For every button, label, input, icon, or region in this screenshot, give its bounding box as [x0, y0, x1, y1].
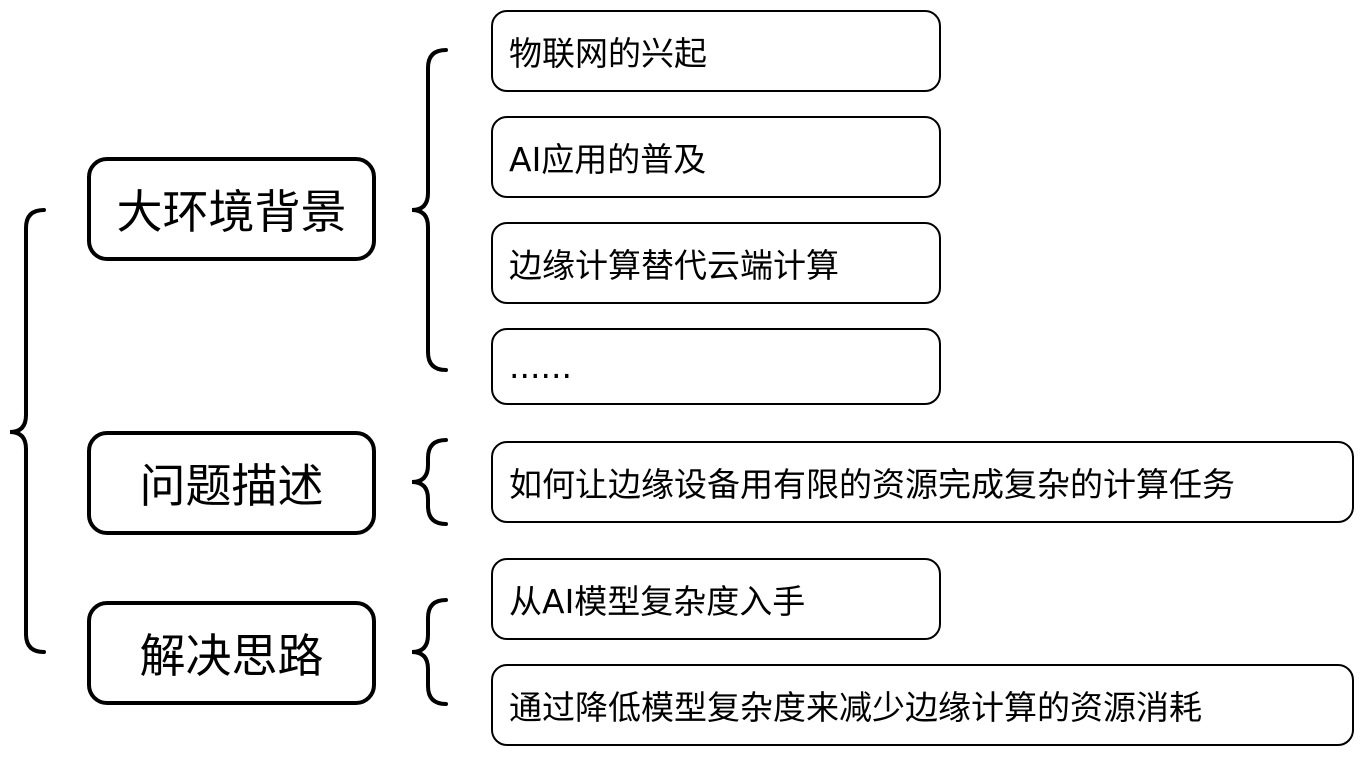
item-label: 从AI模型复杂度入手: [509, 582, 806, 621]
category-solution-label: 解决思路: [139, 629, 324, 683]
background-brace: [411, 48, 448, 372]
category-problem: 问题描述: [87, 431, 376, 535]
item-label: 通过降低模型复杂度来减少边缘计算的资源消耗: [509, 688, 1202, 727]
category-background-label: 大环境背景: [116, 185, 347, 239]
background-item-ai: AI应用的普及: [491, 116, 941, 198]
item-label: ......: [509, 347, 572, 386]
background-item-ellipsis: ......: [491, 328, 941, 405]
solution-brace: [411, 598, 448, 706]
item-label: 边缘计算替代云端计算: [509, 246, 839, 285]
category-solution: 解决思路: [87, 601, 376, 705]
solution-item-model-complexity: 从AI模型复杂度入手: [491, 558, 941, 640]
solution-item-reduce-consumption: 通过降低模型复杂度来减少边缘计算的资源消耗: [491, 664, 1354, 746]
category-problem-label: 问题描述: [139, 459, 324, 513]
item-label: AI应用的普及: [509, 140, 707, 179]
background-item-iot: 物联网的兴起: [491, 10, 941, 92]
root-brace: [9, 208, 46, 654]
item-label: 物联网的兴起: [509, 34, 707, 73]
background-item-edge: 边缘计算替代云端计算: [491, 222, 941, 304]
problem-brace: [411, 438, 448, 526]
item-label: 如何让边缘设备用有限的资源完成复杂的计算任务: [509, 465, 1235, 504]
category-background: 大环境背景: [87, 157, 376, 261]
problem-item: 如何让边缘设备用有限的资源完成复杂的计算任务: [491, 441, 1354, 523]
